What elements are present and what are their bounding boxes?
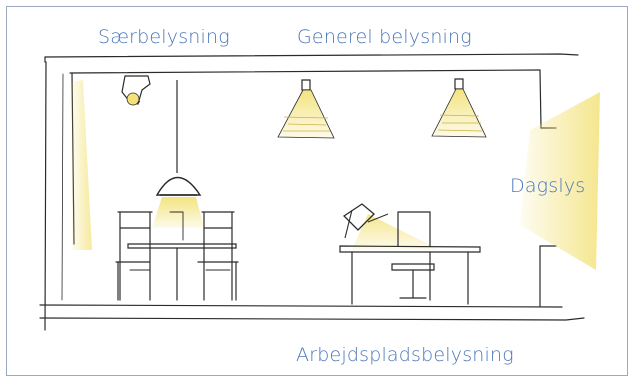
label-workplace-lighting: Arbejdspladsbelysning: [296, 344, 514, 366]
label-accent-lighting: Særbelysning: [98, 26, 230, 48]
label-daylight: Dagslys: [510, 175, 586, 197]
spotlight-icon: [72, 75, 151, 250]
pendant-lamp-icon: [152, 80, 204, 228]
daylight-glow: [520, 92, 600, 270]
ceiling-downlight-icon: [277, 78, 487, 139]
desk-lamp-icon: [342, 203, 440, 250]
desk: [339, 211, 481, 305]
label-general-lighting: Generel belysning: [297, 26, 472, 48]
dining-set: [115, 211, 239, 301]
